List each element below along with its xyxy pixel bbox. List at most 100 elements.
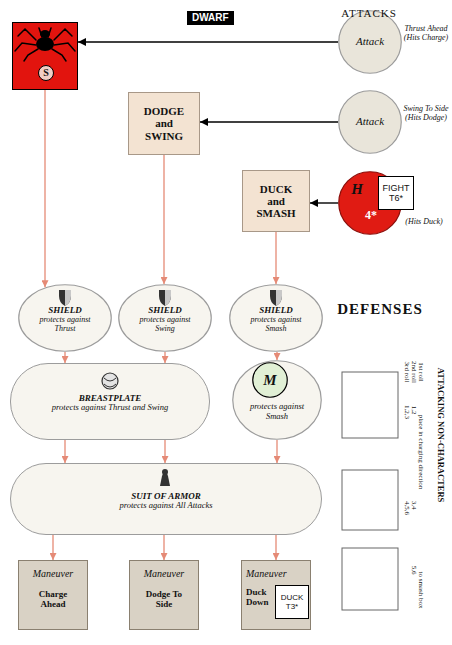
breastplate-icon-detail <box>104 378 116 387</box>
maneuver-box: ManeuverDuck DownDUCK T3* <box>241 560 311 630</box>
shield-ellipse: SHIELDprotects against Swing <box>118 284 212 352</box>
shape-ellipse <box>230 285 323 352</box>
connector-arrow <box>275 535 276 560</box>
section-heading: ATTACKING NON-CHARACTERS <box>437 368 446 503</box>
table-label: 1,2 <box>410 406 417 415</box>
table-label: 1st roll <box>417 362 424 382</box>
shield-ellipse: SHIELDprotects against Smash <box>229 284 323 352</box>
response-box: DUCK and SMASH <box>242 170 310 232</box>
shape-ellipse <box>253 363 288 398</box>
counter-letter: S <box>38 65 54 81</box>
shield-icon <box>59 290 71 306</box>
armor-name: BREASTPLATE <box>79 393 142 403</box>
table-label: 4,5,6 <box>403 501 410 515</box>
monster-body <box>36 37 54 51</box>
connector-arrow <box>163 155 164 284</box>
armor-name: SHIELD <box>48 305 82 315</box>
counter-letter: M <box>263 372 276 389</box>
attack-direction: Swing To Side (Hits Dodge) <box>402 104 450 148</box>
shield-icon <box>159 290 171 306</box>
attack-circle: AttackThrust Ahead (Hits Charge) <box>338 10 402 74</box>
shield-icon-highlight <box>276 290 282 306</box>
shield-icon-highlight <box>165 290 171 306</box>
connector-arrow <box>64 440 65 463</box>
connector-arrow <box>276 440 277 463</box>
harm-letter: H <box>348 181 366 199</box>
armor-protection: protects against Thrust and Swing <box>50 403 170 413</box>
maneuver-heading: Maneuver <box>144 568 185 579</box>
connector-arrow <box>164 440 165 463</box>
table-label: to smash box <box>417 572 424 609</box>
armor-name: SUIT OF ARMOR <box>131 491 201 501</box>
monster-legs <box>15 29 75 61</box>
connector-arrow <box>310 202 338 203</box>
result-box <box>342 372 398 438</box>
shield-ellipse: SHIELDprotects against Thrust <box>18 284 112 352</box>
table-label: 2nd roll <box>410 361 417 383</box>
connector-arrow <box>164 352 165 363</box>
armor-name: SHIELD <box>259 305 293 315</box>
armor-band: SUIT OF ARMORprotects against All Attack… <box>10 463 322 535</box>
shape-ellipse <box>119 285 212 352</box>
table-label: 3rd roll <box>403 362 410 383</box>
armor-protection: protects against Thrust <box>34 315 96 333</box>
section-heading: ATTACKS <box>341 8 397 19</box>
move-counter: M <box>252 362 288 398</box>
monster-counter: S <box>12 22 78 90</box>
armor-protection: protects against All Attacks <box>101 501 231 511</box>
breastplate-icon <box>102 373 118 389</box>
counter-label: DUCK T3* <box>277 593 307 611</box>
duck-counter: DUCK T3* <box>275 585 309 619</box>
connector-arrow <box>44 90 45 287</box>
connector-arrow <box>276 352 277 360</box>
table-label: 5,6 <box>410 566 417 575</box>
connector-arrow <box>52 535 53 560</box>
maneuver-heading: Maneuver <box>246 568 287 579</box>
monster-fangs <box>39 28 51 37</box>
fatigue-value: 4* <box>358 209 384 225</box>
armor-protection: protects against Smash <box>246 402 308 422</box>
monster-head <box>40 30 50 38</box>
breastplate-band: BREASTPLATEprotects against Thrust and S… <box>10 363 210 440</box>
connector-arrow <box>163 535 164 560</box>
armor-protection: protects against Smash <box>245 315 307 333</box>
maneuver-box: ManeuverDodge To Side <box>129 560 199 630</box>
maneuver-box: ManeuverCharge Ahead <box>18 560 88 630</box>
armor-name: SHIELD <box>148 305 182 315</box>
connector-arrow <box>78 41 338 42</box>
table-label: 3,4 <box>410 501 417 510</box>
armor-icon-helm <box>162 469 168 475</box>
response-label: DODGE and SWING <box>140 105 188 142</box>
maneuver-name: Duck Down <box>246 587 274 607</box>
shield-icon <box>270 290 282 306</box>
attack-direction: (Hits Duck) <box>400 217 448 229</box>
maneuver-heading: Maneuver <box>33 568 74 579</box>
response-label: DUCK and SMASH <box>252 183 300 220</box>
counter-label: FIGHT T6* <box>381 183 411 204</box>
fight-counter: FIGHT T6* <box>378 176 414 210</box>
shape-ellipse <box>19 285 112 352</box>
connector-arrow <box>64 352 65 363</box>
attack-label: Attack <box>338 115 402 129</box>
shape-ellipse <box>233 361 322 440</box>
attack-direction: Thrust Ahead (Hits Charge) <box>402 24 450 68</box>
armor-icon <box>160 472 170 486</box>
result-box <box>342 470 398 530</box>
table-label: place in charging direction <box>417 415 424 490</box>
attack-label: Attack <box>338 35 402 49</box>
section-heading: DEFENSES <box>337 302 423 317</box>
table-label: 1,2,3 <box>403 405 410 419</box>
shape-ellipse <box>339 11 402 74</box>
attack-circle: AttackSwing To Side (Hits Dodge) <box>338 90 402 154</box>
maneuver-name: Dodge To Side <box>141 589 187 609</box>
helmet-ellipse: protects against Smash M <box>232 360 322 440</box>
shield-icon-highlight <box>65 290 71 306</box>
connector-arrow <box>275 232 276 284</box>
response-box: DODGE and SWING <box>128 92 200 155</box>
title-plate: DWARF <box>187 11 234 25</box>
shape-ellipse <box>339 91 402 154</box>
